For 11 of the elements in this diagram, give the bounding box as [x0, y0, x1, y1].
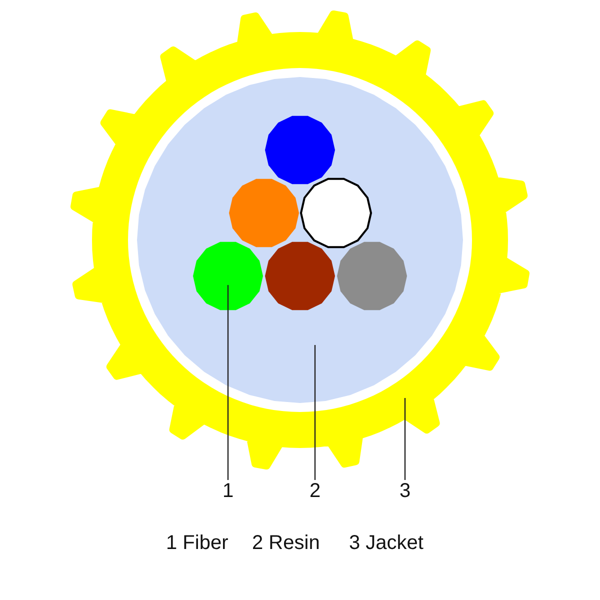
leader-line: [404, 398, 406, 480]
legend-text: 3 Jacket: [349, 532, 424, 554]
legend-text: 1 Fiber: [166, 532, 228, 554]
cable-jacket: [68, 8, 532, 472]
leader-line: [314, 345, 316, 480]
legend-text: 2 Resin: [252, 532, 320, 554]
callout-number: 3: [390, 480, 420, 502]
resin-filling: [136, 76, 464, 404]
callout-number: 2: [300, 480, 330, 502]
leader-line: [227, 285, 229, 480]
callout-number: 1: [213, 480, 243, 502]
